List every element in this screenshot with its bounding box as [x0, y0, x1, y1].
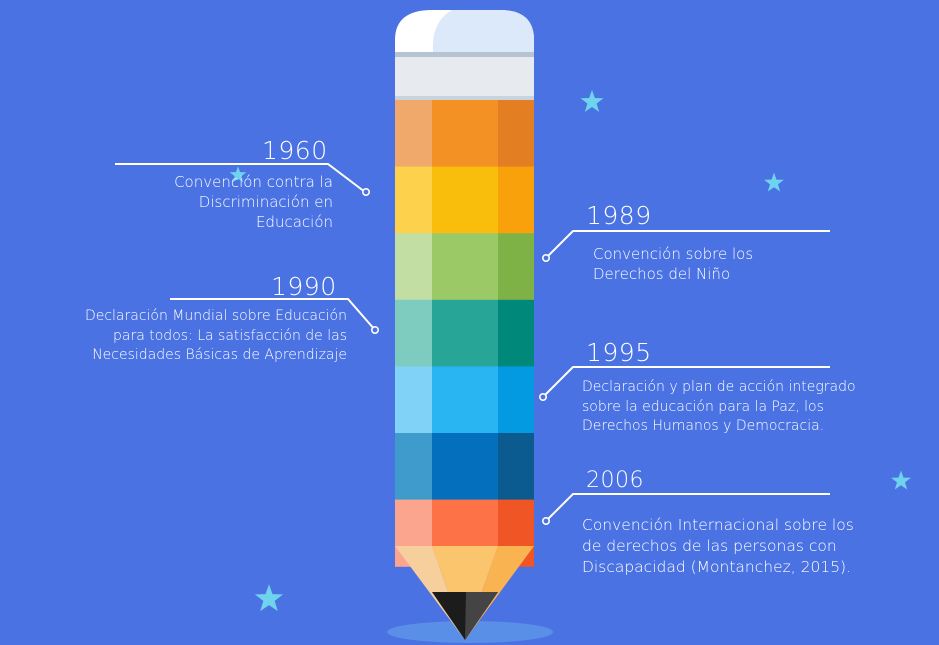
pencil-body [395, 100, 534, 567]
event-line: Convención Internacional sobre los [582, 516, 854, 534]
event-line: Convención sobre los [593, 245, 754, 263]
pencil-band-segment [498, 366, 534, 434]
connector-1989 [541, 230, 830, 263]
ferrule-shade [395, 96, 534, 100]
pencil-band-segment [432, 166, 498, 234]
pencil-band-segment [432, 433, 498, 501]
event-year-1989: 1989 [586, 201, 652, 230]
connectors [115, 163, 830, 525]
connector-1960 [115, 163, 370, 197]
pencil-ferrule [395, 52, 534, 100]
pencil-band-segment [395, 100, 432, 168]
pencil-band-segment [395, 299, 432, 367]
event-year-1960: 1960 [262, 136, 328, 165]
pencil-band-segment [498, 433, 534, 501]
pencil-band-segment [395, 433, 432, 501]
pencil-band-segment [432, 233, 498, 301]
event-year-1990: 1990 [271, 272, 337, 301]
event-line: para todos: La satisfacción de las [113, 327, 347, 344]
event-line: Discapacidad (Montanchez, 2015). [582, 558, 852, 576]
connector-2006 [541, 493, 830, 525]
event-line: Declaración y plan de acción integrado [582, 379, 856, 395]
event-year-2006: 2006 [586, 468, 644, 493]
ferrule-band [395, 52, 534, 98]
event-description-1990: Declaración Mundial sobre Educación para… [2, 307, 347, 366]
star-icon [891, 470, 911, 490]
event-description-1960: Convención contra la Discriminación en E… [93, 172, 333, 232]
event-line: Derechos del Niño [593, 265, 731, 283]
event-line: Educación [255, 213, 333, 231]
connector-1990 [170, 298, 379, 334]
star-icon [580, 89, 604, 112]
event-line: Convención contra la [174, 173, 333, 191]
pencil-band-segment [395, 233, 432, 301]
star-icon [254, 584, 284, 612]
star-icon [229, 166, 247, 183]
pencil-band-segment [498, 233, 534, 301]
pencil-band-segment [432, 299, 498, 367]
event-description-1995: Declaración y plan de acción integrado s… [582, 378, 934, 437]
tip-wood-right [465, 546, 534, 640]
event-line: sobre la educación para la Paz, los [582, 398, 824, 415]
event-line: Declaración Mundial sobre Educación [84, 308, 347, 324]
pencil-band-segment [498, 166, 534, 234]
event-year-1995: 1995 [586, 338, 652, 367]
star-icon [764, 172, 784, 192]
pencil-band-segment [498, 100, 534, 168]
decorative-stars [229, 89, 911, 612]
tip-lead-shade [465, 592, 498, 640]
event-description-2006: Convención Internacional sobre los de de… [582, 515, 934, 578]
event-line: de derechos de las personas con [582, 537, 837, 555]
event-line: Discriminación en [198, 193, 333, 211]
pencil-band-segment [395, 366, 432, 434]
pencil-band-segment [395, 166, 432, 234]
pencil-band-segment [432, 366, 498, 434]
eraser-right [432, 10, 534, 52]
event-description-1989: Convención sobre los Derechos del Niño [593, 244, 833, 284]
event-line: Necesidades Básicas de Aprendizaje [92, 347, 347, 363]
pencil-band-segment [432, 100, 498, 168]
tip-wood-left [395, 546, 465, 640]
event-line: Derechos Humanos y Democracia. [582, 418, 825, 434]
pencil-band-segment [498, 299, 534, 367]
pencil-eraser [395, 10, 534, 52]
pencil-tip [395, 546, 534, 640]
ferrule-line [395, 52, 534, 57]
connector-1995 [538, 366, 830, 401]
